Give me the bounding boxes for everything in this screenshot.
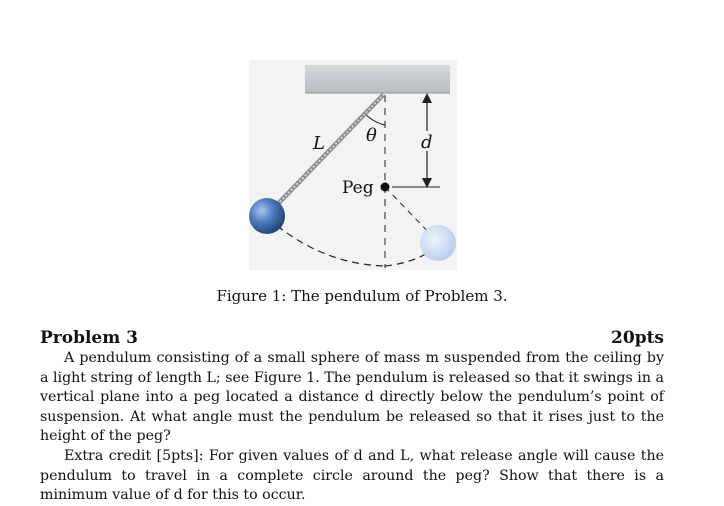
ghost-bob xyxy=(420,225,456,261)
pendulum-bob xyxy=(249,198,285,234)
peg-string-dashed xyxy=(384,186,437,241)
arrow-up-icon xyxy=(422,93,432,103)
problem-title: Problem 3 xyxy=(40,328,138,348)
ceiling xyxy=(305,65,450,93)
peg xyxy=(380,182,390,192)
label-theta: θ xyxy=(366,125,377,146)
label-length: L xyxy=(312,133,325,154)
theta-arc xyxy=(364,113,386,126)
problem-statement: A pendulum consisting of a small sphere … xyxy=(40,349,664,506)
problem-points: 20pts xyxy=(611,328,664,348)
arrow-down-icon xyxy=(422,178,432,188)
label-peg: Peg xyxy=(342,178,374,198)
problem-paragraph-main: A pendulum consisting of a small sphere … xyxy=(40,350,664,445)
problem-header: Problem 3 20pts xyxy=(40,328,664,350)
label-distance: d xyxy=(421,132,433,153)
problem-paragraph-extra-credit: Extra credit [5pts]: For given values of… xyxy=(40,447,664,504)
pendulum-figure: L θ d Peg xyxy=(249,60,457,270)
figure-caption: Figure 1: The pendulum of Problem 3. xyxy=(216,287,508,305)
